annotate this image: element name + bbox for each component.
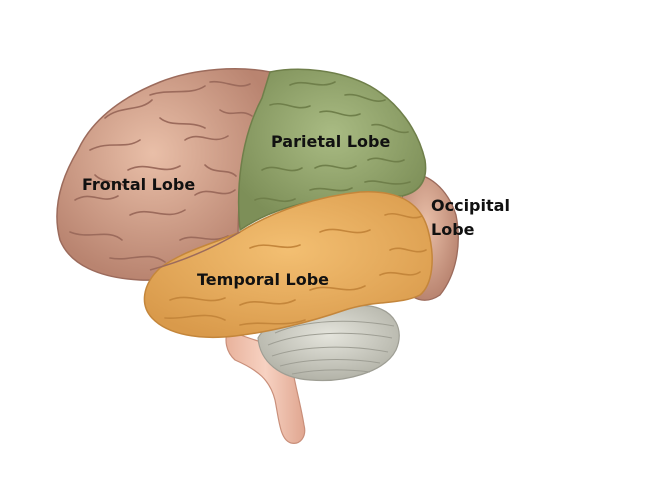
occipital-lobe-label: Occipital Lobe [431,194,510,242]
temporal-lobe [143,191,433,339]
parietal-lobe [237,68,427,232]
occipital-label-line2: Lobe [431,220,475,239]
lateral-sulcus [149,231,241,271]
parietal-lobe-label: Parietal Lobe [271,132,391,151]
occipital-label-line1: Occipital [431,196,510,215]
frontal-lobe [56,68,271,281]
temporal-lobe-label: Temporal Lobe [197,270,329,289]
frontal-lobe-label: Frontal Lobe [82,175,196,194]
